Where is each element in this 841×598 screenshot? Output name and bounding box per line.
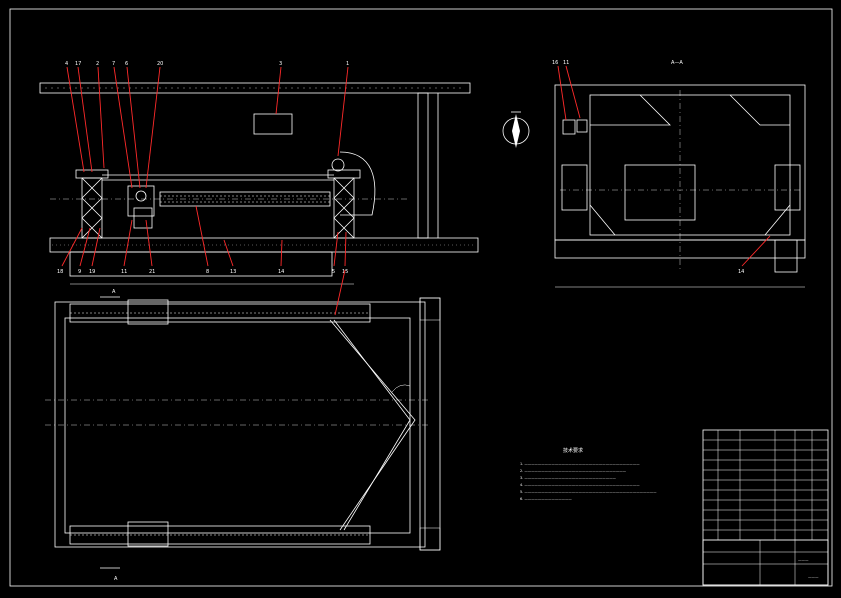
title-block-scale: ——— [808,575,819,579]
svg-text:A: A [112,289,116,295]
cable-duct [339,151,376,216]
section-view: A—A [554,60,806,288]
hoist-unit [624,164,696,221]
note-line: 3. ——————————————————————————— [520,476,616,480]
balloon: 8 [206,269,209,275]
balloons-section: 16 11 14 [552,60,744,275]
balloon: 14 [278,269,284,275]
svg-text:A: A [114,576,118,582]
balloon: 13 [230,269,236,275]
control-box [253,113,293,135]
ceiling-beam [39,82,471,94]
right-wall [419,297,441,551]
balloons-top: 4 17 2 7 6 20 3 1 [65,61,349,67]
right-trolley [774,164,801,211]
plan-outline [54,301,426,548]
section-ground [554,239,806,259]
balloon: 5 [332,269,335,275]
balloon: 20 [157,61,163,67]
balloon: 11 [563,60,569,66]
balloon: 14 [738,269,744,275]
balloon: 11 [121,269,127,275]
balloon: 9 [78,269,81,275]
note-line: 1. —————————————————————————————————— [520,462,640,466]
section-cut-marker-bottom: A [100,567,120,582]
pulley [331,158,345,172]
section-label: A—A [671,60,683,66]
balloon: 4 [65,61,68,67]
balloon: 7 [112,61,115,67]
left-trolley [561,164,588,211]
pit-outline [69,251,333,277]
truss-frame [590,94,790,126]
notes-title: 技术要求 [563,447,583,454]
right-lattice-tower [327,169,361,239]
sheet-border [9,8,833,587]
title-block-product: ——— [798,558,809,562]
section-cut-marker-top: A [100,289,120,298]
support-column [417,92,429,239]
balloon: 18 [57,269,63,275]
balloons-bottom: 18 9 19 11 21 8 13 14 5 15 [57,269,348,275]
title-block: ——— ——— [702,539,829,586]
balloon: 15 [342,269,348,275]
front-view-leaders [61,66,349,267]
balloon: 3 [279,61,282,67]
note-line: 2. —————————————————————————————— [520,469,627,473]
note-line: 4. —————————————————————————————————— [520,483,640,487]
front-elevation-view [39,82,479,285]
plan-view: A A [45,289,441,582]
technical-requirements: 技术要求 1. ————————————————————————————————… [520,447,657,501]
balloon: 6 [125,61,128,67]
north-arrow-icon [502,111,530,148]
balloon: 17 [75,61,81,67]
balloon: 21 [149,269,155,275]
balloon: 1 [346,61,349,67]
section-leaders [557,65,771,267]
balloon: 2 [96,61,99,67]
note-line: 5. —————————————————————————————————————… [520,490,657,494]
plan-view-leaders [334,269,346,316]
balloon: 19 [89,269,95,275]
parts-list [702,429,829,586]
drive-motor [127,185,155,217]
balloon: 16 [552,60,558,66]
note-line: 6. —————————————— [520,497,572,501]
diagonal-cable [329,319,416,531]
